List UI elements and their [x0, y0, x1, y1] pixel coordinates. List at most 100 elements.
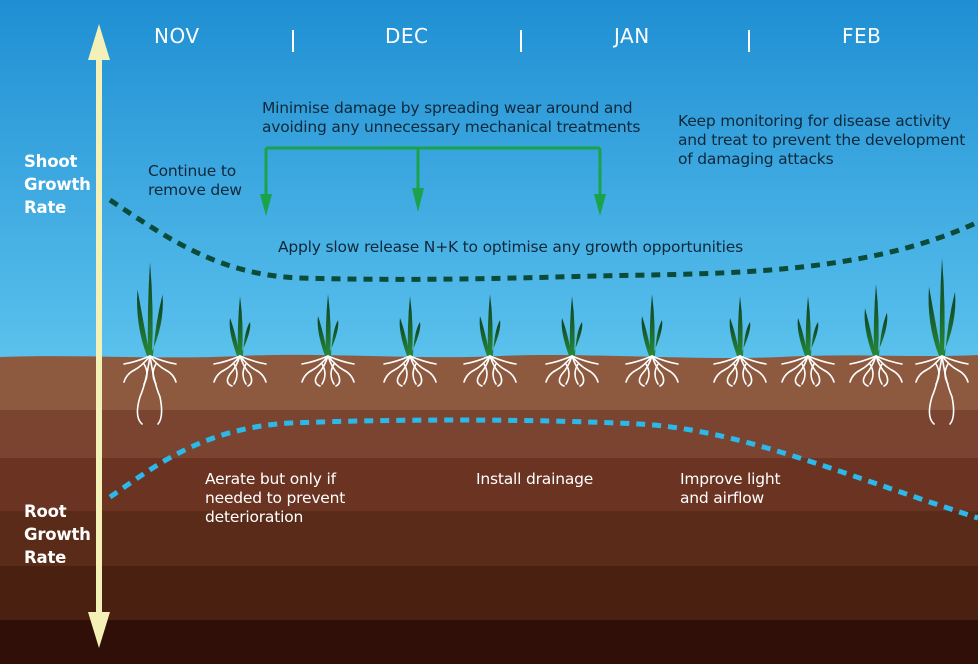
month-separator [292, 30, 294, 52]
grass-plant [545, 296, 599, 387]
grass-blade [569, 296, 575, 356]
plant-roots [849, 355, 903, 387]
root-strand [152, 363, 157, 385]
root-strand [213, 355, 241, 365]
root-strand [383, 355, 411, 383]
root-strand [862, 355, 877, 387]
root-strand [239, 355, 267, 383]
root-strand [875, 355, 903, 365]
month-separator [748, 30, 750, 52]
root-strand [239, 355, 267, 365]
grass-plants [123, 258, 969, 425]
grass-plant [383, 296, 437, 387]
grass-blade [740, 322, 751, 356]
grass-blade [805, 296, 811, 356]
root-strand [941, 355, 969, 383]
grass-blade [942, 291, 956, 356]
grass-blade [317, 316, 328, 356]
root-strand [807, 355, 835, 383]
root-strand [226, 355, 241, 387]
soil-layer-5 [0, 566, 978, 622]
grass-blade [864, 308, 876, 356]
root-strand [645, 363, 650, 385]
root-strand [878, 363, 883, 385]
grass-blade [876, 312, 888, 356]
root-strand [409, 355, 437, 383]
green-bracket-arrows [260, 146, 606, 216]
root-strand [625, 355, 653, 383]
root-strand [875, 355, 903, 383]
root-strand [136, 355, 151, 425]
root-strand [928, 355, 943, 425]
note-continue-dew: Continue to remove dew [148, 162, 242, 199]
root-strand [489, 355, 517, 383]
root-strand [149, 355, 177, 383]
grass-blade [729, 318, 740, 356]
grass-blade [652, 320, 663, 356]
root-strand [944, 363, 949, 385]
grass-blade [150, 294, 163, 356]
note-minimise-damage: Minimise damage by spreading wear around… [262, 99, 641, 136]
root-strand [739, 355, 767, 383]
root-strand [849, 355, 877, 383]
root-strand [327, 355, 355, 365]
root-strand [149, 355, 177, 365]
note-aerate: Aerate but only if needed to prevent det… [205, 470, 346, 526]
root-strand [558, 355, 573, 387]
root-strand [801, 363, 806, 385]
root-strand [412, 363, 417, 385]
shoot-growth-curve [108, 197, 978, 282]
grass-blade [328, 320, 339, 356]
growth-rate-axis-arrow [88, 24, 110, 648]
grass-blade [649, 294, 655, 356]
root-strand [321, 363, 326, 385]
month-jan: JAN [614, 24, 650, 48]
root-strand [489, 355, 503, 387]
month-feb: FEB [842, 24, 882, 48]
grass-blade [641, 316, 652, 356]
root-strand [807, 355, 821, 387]
grass-blade [479, 316, 490, 356]
root-strand [726, 355, 741, 387]
plant-roots [625, 355, 679, 387]
grass-plant [301, 294, 355, 387]
plant-roots [123, 355, 177, 425]
root-strand [409, 355, 437, 365]
root-strand [383, 355, 411, 365]
grass-plant [213, 296, 267, 387]
root-strand [301, 355, 329, 383]
root-strand [654, 363, 659, 385]
soil-layer-3 [0, 458, 978, 513]
root-strand [330, 363, 335, 385]
root-strand [396, 355, 411, 387]
root-strand [571, 355, 599, 383]
grass-blade [229, 318, 240, 356]
root-strand [794, 355, 809, 387]
root-growth-curve [108, 417, 978, 521]
grass-blade [490, 320, 501, 356]
grass-blade [325, 294, 331, 356]
root-strand [941, 355, 955, 425]
plant-roots [915, 355, 969, 425]
grass-blade [407, 296, 413, 356]
note-disease-monitoring: Keep monitoring for disease activity and… [678, 112, 966, 168]
root-strand [242, 363, 247, 385]
soil-layer-top [0, 354, 978, 420]
root-strand [915, 355, 943, 383]
root-strand [651, 355, 679, 383]
soil-layer-4 [0, 511, 978, 568]
grass-blade [572, 322, 583, 356]
note-apply-nk: Apply slow release N+K to optimise any g… [278, 238, 743, 256]
root-strand [742, 363, 747, 385]
root-strand [625, 355, 653, 365]
grass-blade [237, 296, 243, 356]
root-strand [233, 363, 238, 385]
root-strand [807, 355, 835, 365]
root-strand [492, 363, 497, 385]
root-strand [463, 355, 491, 383]
root-strand [314, 355, 329, 387]
grass-plant [625, 294, 679, 387]
month-separator [520, 30, 522, 52]
grass-plant [713, 296, 767, 387]
